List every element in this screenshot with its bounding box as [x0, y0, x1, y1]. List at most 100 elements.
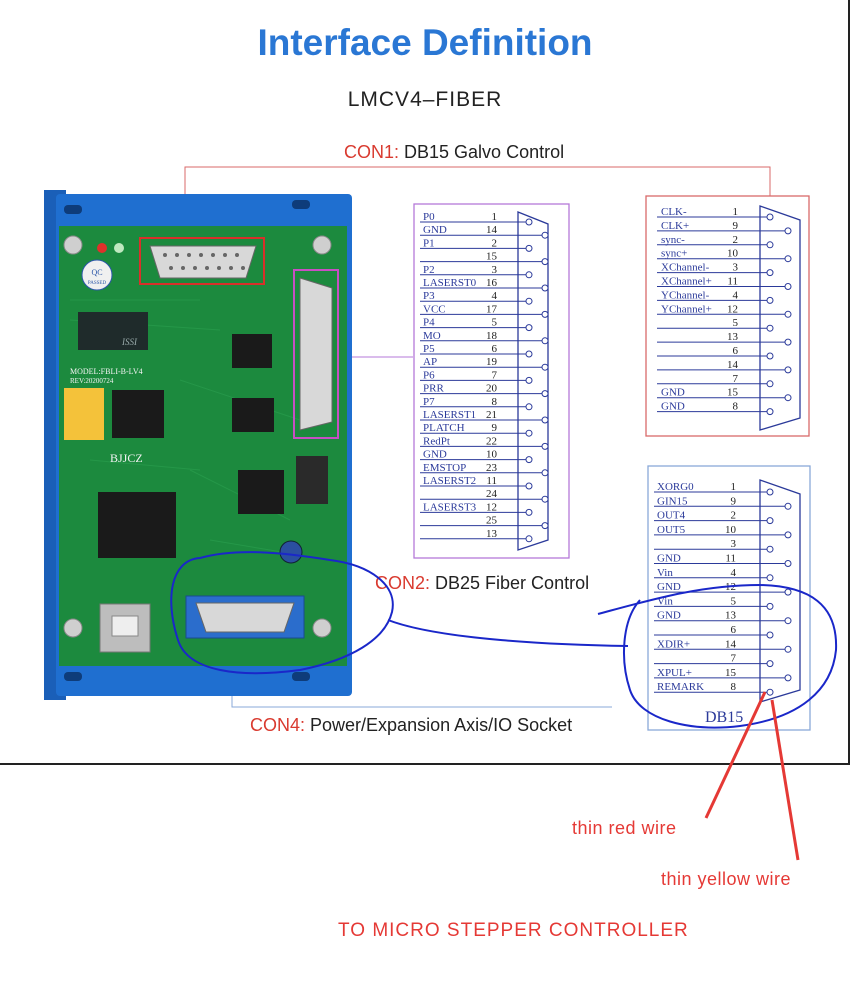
- pin-row: YChannel-4: [657, 289, 774, 304]
- pin-number: 15: [727, 387, 739, 399]
- pin-number: 15: [486, 251, 498, 263]
- pin-name: P0: [423, 211, 435, 223]
- db15-galvo-connector-outline: [759, 205, 801, 431]
- pin-number: 12: [727, 303, 738, 315]
- yellow-wire-line: [770, 699, 800, 861]
- pin-dot: [784, 531, 792, 539]
- pin-number: 13: [727, 331, 739, 343]
- pin-number: 11: [725, 553, 736, 565]
- pin-name: YChannel-: [661, 289, 710, 301]
- pin-row: Vin 4: [654, 567, 774, 582]
- pin-dot: [525, 508, 533, 516]
- pin-number: 1: [733, 206, 739, 218]
- model-text: MODEL:FBLI-B-LV4: [70, 367, 143, 376]
- pin-row: 6: [654, 624, 774, 639]
- pin-name: LASERST2: [423, 475, 476, 487]
- pin-number: 3: [731, 538, 737, 550]
- pin-number: 2: [733, 234, 739, 246]
- pin-number: 7: [733, 373, 739, 385]
- inductor: [279, 540, 303, 564]
- pin-row: 14: [657, 359, 792, 374]
- pin-row: 24: [420, 488, 549, 503]
- pin-row: 25: [420, 515, 549, 530]
- led-green: [114, 243, 124, 253]
- pin-dot: [541, 310, 549, 318]
- pin-number: 22: [486, 435, 497, 447]
- pin-dot: [541, 495, 549, 503]
- pin-dot: [541, 469, 549, 477]
- pin-name: GND: [423, 224, 447, 236]
- pin-dot: [766, 688, 774, 696]
- db15-circle-annotation: [597, 583, 838, 729]
- pin-dot: [766, 545, 774, 553]
- pin-name: YChannel+: [661, 303, 712, 315]
- qc-sticker: [81, 259, 113, 291]
- con1-db15-connector: [149, 245, 257, 279]
- pin-dot: [525, 271, 533, 279]
- pin-number: 10: [725, 524, 737, 536]
- pin-row: 15: [420, 251, 549, 266]
- pcb-board: [59, 226, 347, 666]
- pin-name: GIN15: [657, 495, 688, 507]
- pin-name: PRR: [423, 383, 444, 395]
- pin-dot: [784, 310, 792, 318]
- controller-note: TO MICRO STEPPER CONTROLLER: [338, 920, 689, 941]
- pin-name: RedPt: [423, 435, 450, 447]
- pin-dot: [766, 269, 774, 277]
- pin-number: 7: [492, 369, 498, 381]
- pin-dot: [525, 456, 533, 464]
- pin-dot: [784, 502, 792, 510]
- pin-row: 13: [420, 528, 533, 543]
- pin-number: 1: [731, 481, 737, 493]
- pin-dot: [784, 674, 792, 682]
- pin-number: 3: [492, 264, 498, 276]
- pin-dot: [784, 645, 792, 653]
- pin-name: Vin: [657, 567, 673, 579]
- pin-number: 14: [725, 638, 737, 650]
- con4-circle-annotation: [170, 551, 394, 675]
- pin-row: sync+10: [657, 248, 792, 263]
- pin-dot: [541, 442, 549, 450]
- pin-dot: [766, 352, 774, 360]
- pin-dot: [541, 522, 549, 530]
- pin-name: CLK+: [661, 220, 689, 232]
- mount-hole-tr: [312, 235, 332, 255]
- pin-number: 4: [731, 567, 737, 579]
- page-title: Interface Definition: [257, 22, 593, 63]
- pin-name: sync+: [661, 248, 687, 260]
- pin-row: 7: [657, 373, 774, 388]
- pin-dot: [766, 517, 774, 525]
- pin-name: CLK-: [661, 206, 687, 218]
- pin-dot: [541, 337, 549, 345]
- pin-dot: [541, 231, 549, 239]
- pin-number: 12: [486, 501, 497, 513]
- red-wire-line: [704, 691, 767, 819]
- pin-number: 15: [725, 667, 737, 679]
- rev-text: REV:20200724: [70, 377, 114, 385]
- pin-name: LASERST0: [423, 277, 477, 289]
- pin-number: 18: [486, 330, 498, 342]
- con4-label: CON4: Power/Expansion Axis/IO Socket: [250, 715, 573, 735]
- pin-dot: [766, 296, 774, 304]
- pin-name: P2: [423, 264, 435, 276]
- pin-name: P3: [423, 290, 435, 302]
- pin-row: 7: [654, 653, 774, 668]
- pin-dot: [525, 218, 533, 226]
- pin-row: RedPt 22: [420, 435, 549, 450]
- pin-name: XChannel-: [661, 262, 710, 274]
- pin-number: 6: [492, 343, 498, 355]
